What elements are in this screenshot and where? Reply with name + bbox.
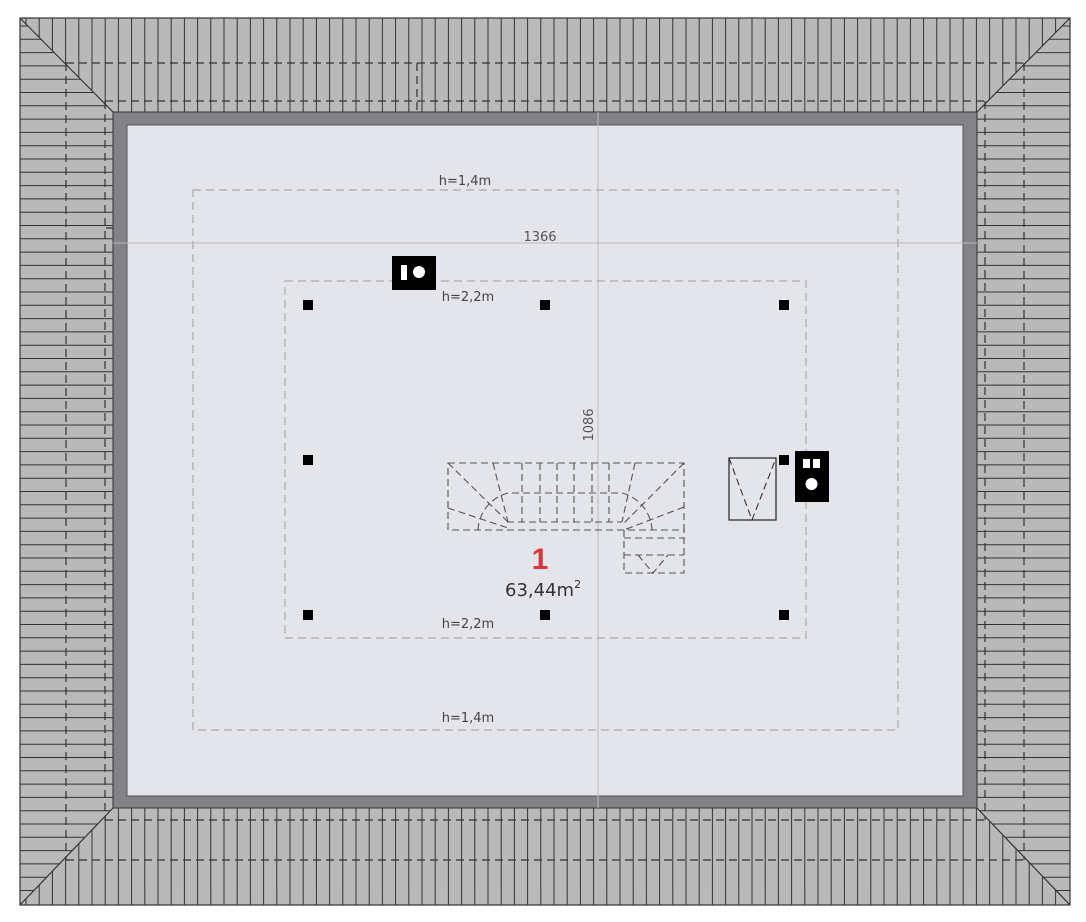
height-line-1-4m	[192, 189, 899, 731]
post	[540, 610, 550, 620]
post	[303, 455, 313, 465]
height-label-outer-bottom: h=1,4m	[442, 711, 494, 726]
height-label-outer-top: h=1,4m	[439, 174, 491, 189]
post	[303, 610, 313, 620]
post	[779, 610, 789, 620]
dimension-depth-label: 1086	[582, 408, 597, 441]
height-label-inner-bottom: h=2,2m	[442, 617, 494, 632]
floor	[126, 124, 964, 797]
chimney-right	[795, 451, 829, 502]
ventilation-shaft	[728, 457, 777, 522]
room-area-value: 63,44m	[505, 580, 574, 601]
dimension-width-label: 1366	[523, 230, 556, 245]
post	[779, 300, 789, 310]
room-area: 63,44m2	[505, 578, 581, 601]
posts	[303, 300, 789, 620]
room-area-unit-superscript: 2	[574, 578, 581, 591]
staircase	[447, 462, 685, 574]
post	[303, 300, 313, 310]
chimney-left	[392, 256, 436, 290]
post	[779, 455, 789, 465]
height-label-inner-top: h=2,2m	[442, 290, 494, 305]
room-number: 1	[532, 543, 549, 576]
post	[540, 300, 550, 310]
height-line-2-2m	[284, 280, 807, 639]
